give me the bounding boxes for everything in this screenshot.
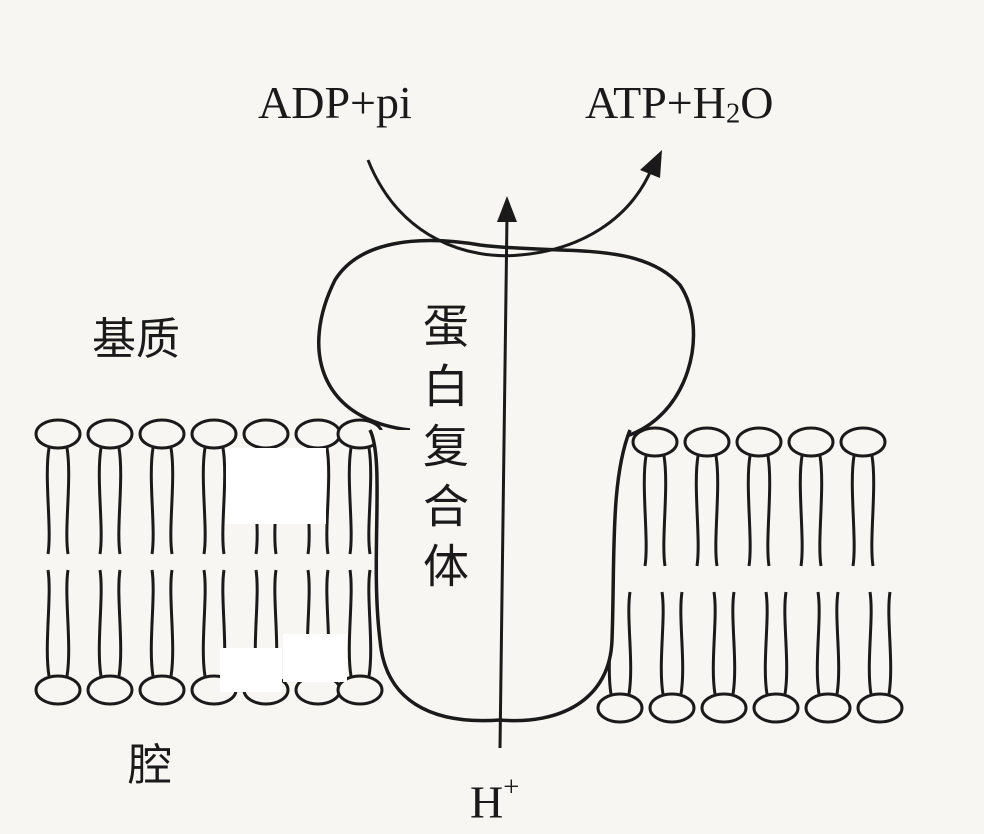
lipid-head	[140, 676, 184, 704]
lipid-head	[685, 428, 729, 456]
blank-patch	[283, 634, 347, 682]
lipid-tail	[748, 456, 769, 566]
blank-patch	[226, 448, 326, 524]
protein-complex-label: 蛋白复合体	[420, 302, 466, 602]
lipid-head	[88, 676, 132, 704]
lipid-head	[650, 694, 694, 722]
blank-patch	[220, 648, 282, 692]
lipid-head	[754, 694, 798, 722]
lipid-tail	[47, 570, 68, 676]
lipid-head	[841, 428, 885, 456]
lipid-head	[806, 694, 850, 722]
lipid-head	[192, 420, 236, 448]
lipid-head	[702, 694, 746, 722]
lipid-head	[244, 420, 288, 448]
lipid-tail	[99, 570, 120, 676]
lipid-tail	[869, 592, 890, 694]
lipid-tail	[203, 448, 224, 554]
lipid-head	[36, 420, 80, 448]
lipid-tail	[349, 448, 370, 554]
lipid-tail	[765, 592, 786, 694]
lumen-label: 腔	[128, 744, 172, 788]
lipid-tail	[151, 570, 172, 676]
product-label: ATP+H2O	[585, 80, 773, 129]
matrix-label: 基质	[92, 318, 180, 362]
lipid-tail	[644, 456, 665, 566]
lipid-tail	[713, 592, 734, 694]
lipid-head	[858, 694, 902, 722]
membrane-right	[598, 428, 902, 722]
lipid-tail	[800, 456, 821, 566]
lipid-head	[598, 694, 642, 722]
lipid-head	[737, 428, 781, 456]
lipid-tail	[349, 570, 370, 676]
reactant-label: ADP+pi	[258, 80, 412, 126]
proton-arrowhead	[497, 196, 517, 222]
lipid-tail	[661, 592, 682, 694]
proton-label: H+	[470, 774, 519, 825]
lipid-tail	[817, 592, 838, 694]
lipid-head	[296, 420, 340, 448]
lipid-head	[88, 420, 132, 448]
lipid-tail	[696, 456, 717, 566]
lipid-tail	[151, 448, 172, 554]
lipid-tail	[47, 448, 68, 554]
lipid-tail	[852, 456, 873, 566]
lipid-head	[789, 428, 833, 456]
lipid-tail	[99, 448, 120, 554]
lipid-head	[140, 420, 184, 448]
reaction-arrowhead	[640, 150, 662, 178]
lipid-head	[36, 676, 80, 704]
